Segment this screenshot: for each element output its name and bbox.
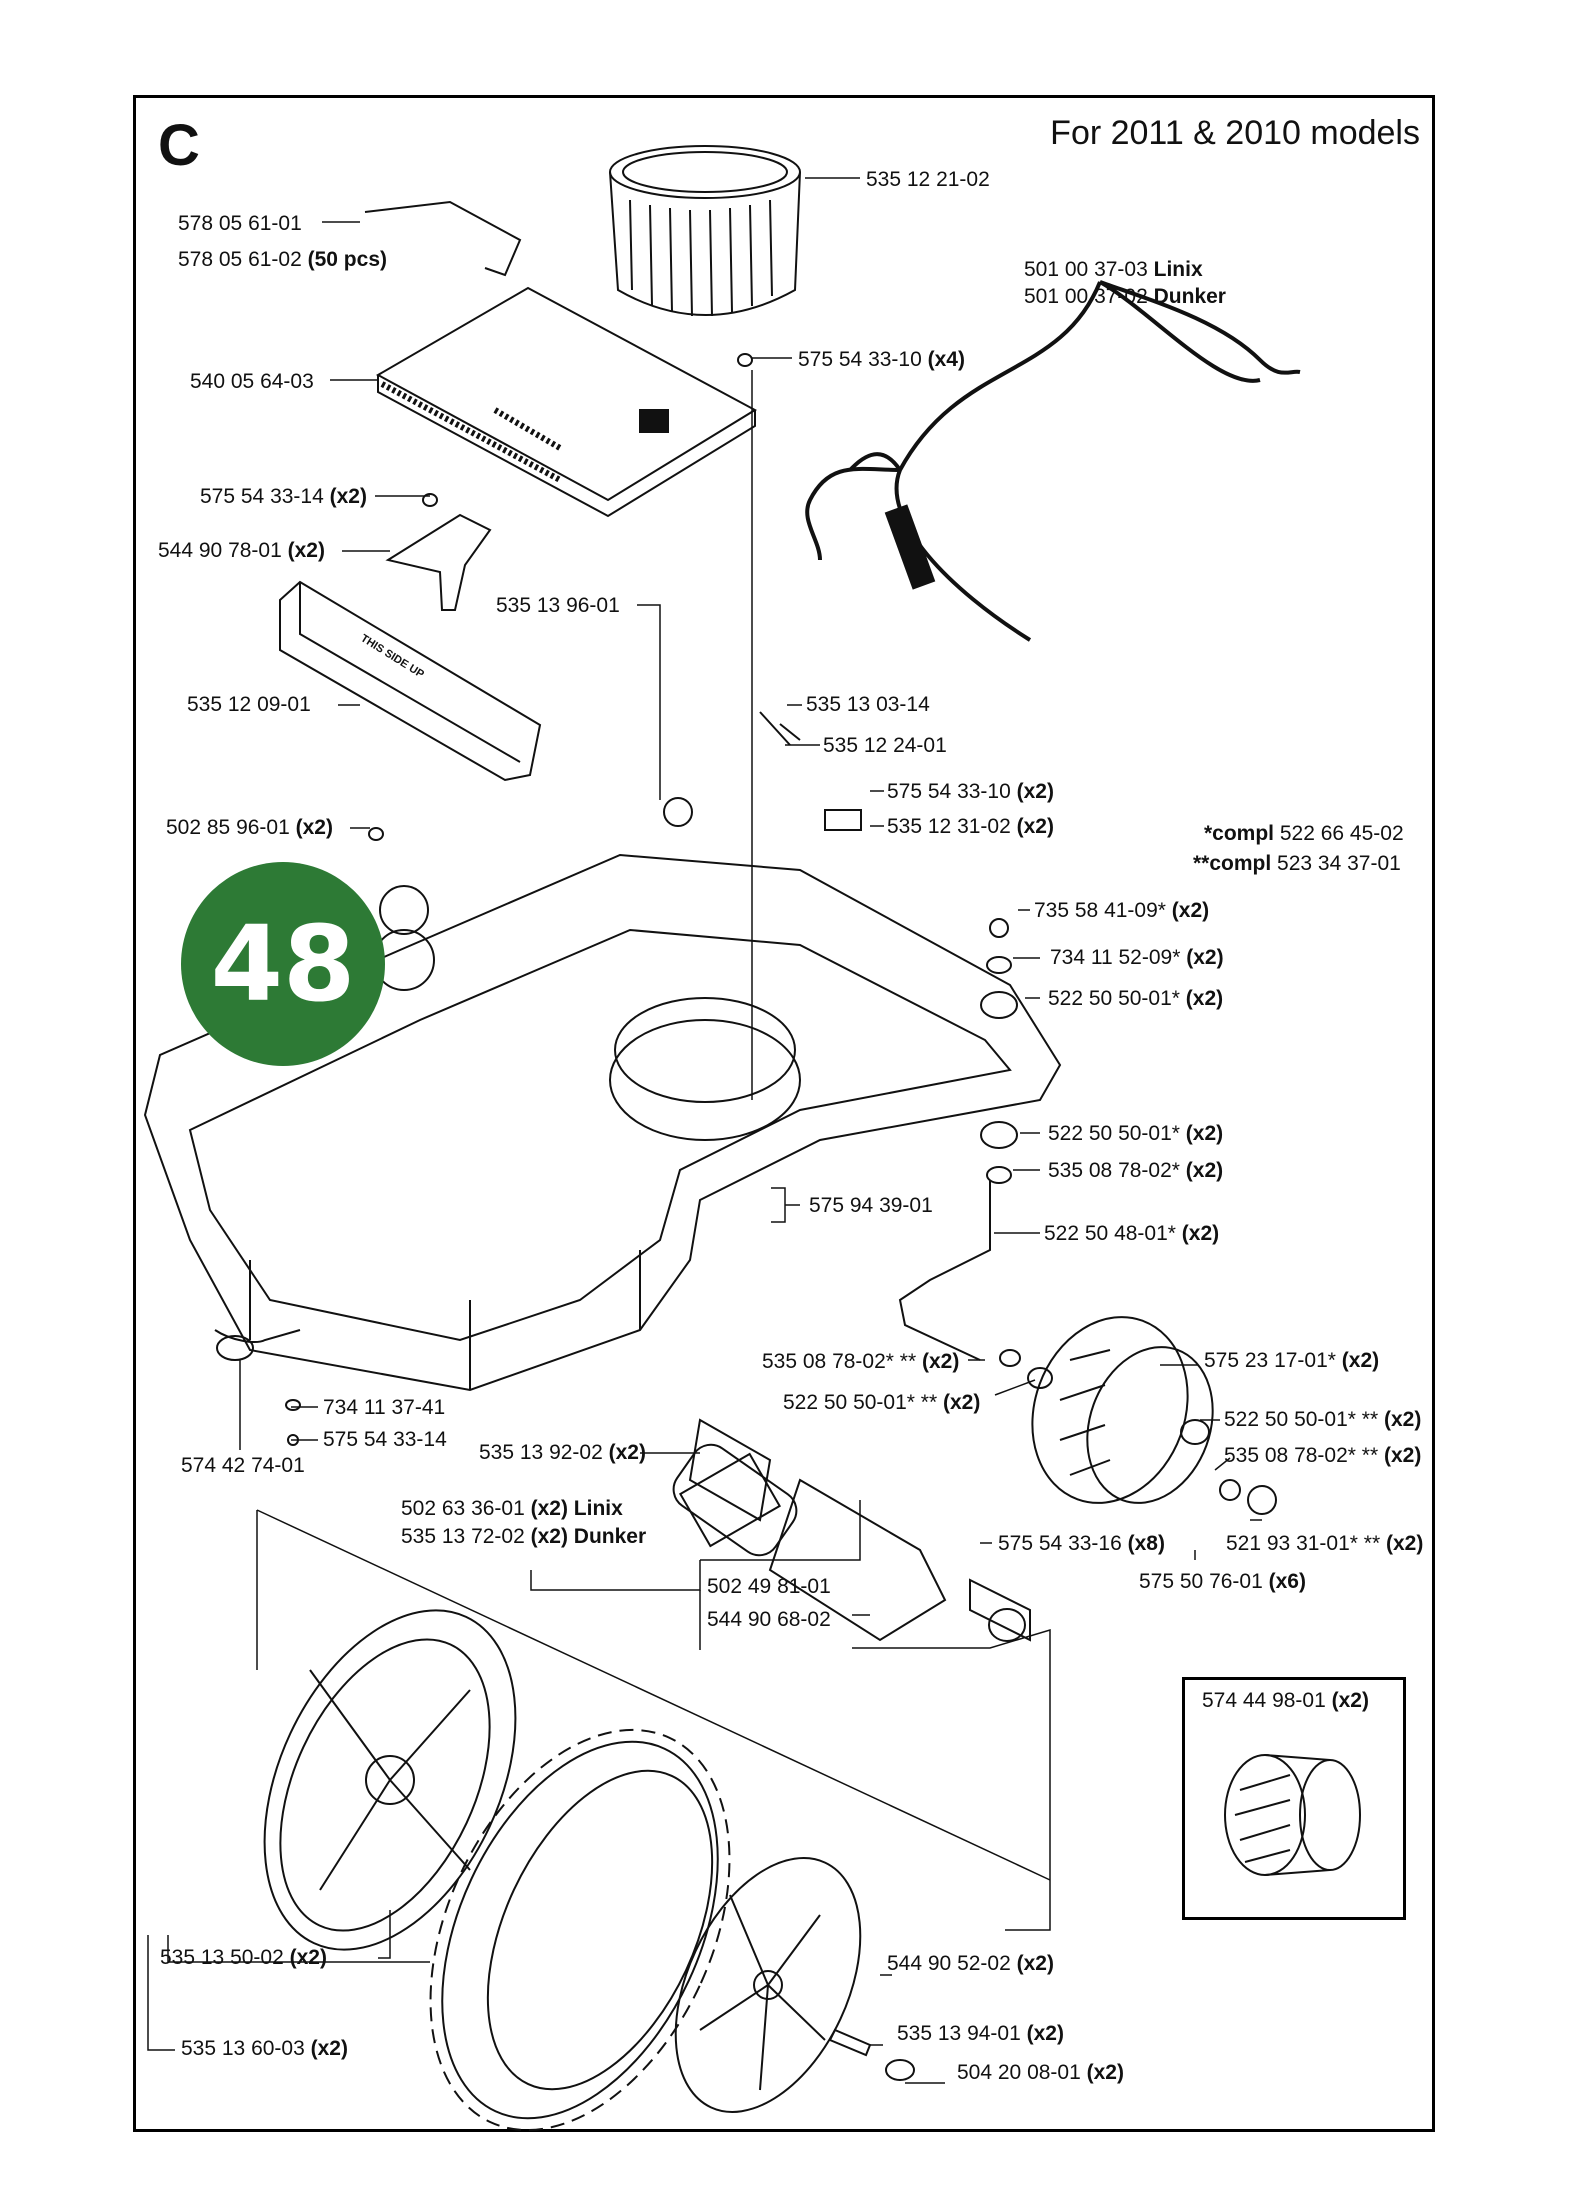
part-label-p27: 522 50 50-01* ** (x2) (1224, 1408, 1422, 1431)
part-label-p35: 575 54 33-16 (x8) (998, 1532, 1165, 1555)
front-axle-drawing (898, 1180, 991, 1361)
part-label-p37: 575 50 76-01 (x6) (1139, 1570, 1306, 1593)
part-label-p43: 535 13 60-03 (x2) (181, 2037, 348, 2060)
page-number-badge: 48 (181, 862, 385, 1066)
part-label-p21: 535 08 78-02* (x2) (1048, 1159, 1224, 1182)
part-label-p44: 535 13 94-01 (x2) (897, 2022, 1064, 2045)
rear-wheel-rim-drawing (263, 1609, 517, 1951)
part-label-p33: 502 63 36-01 (x2) Linix (401, 1497, 623, 1520)
part-label-p30: 575 54 33-14 (323, 1428, 447, 1451)
part-label-p20: 522 50 50-01* (x2) (1048, 1122, 1224, 1145)
circuit-board-drawing (375, 286, 758, 518)
part-label-p08: 575 54 33-14 (x2) (200, 485, 367, 508)
compl-note-2: **compl 523 34 37-01 (1193, 852, 1401, 875)
part-label-p05: 501 00 37-02 Dunker (1024, 285, 1226, 308)
part-label-p12: 535 13 03-14 (806, 693, 930, 716)
part-label-p03: 578 05 61-02 (50 pcs) (178, 248, 387, 271)
part-label-p39: 544 90 68-02 (707, 1608, 831, 1631)
inset-wheel-drawing (1224, 1754, 1361, 1876)
wiring-harness-drawing (805, 280, 1301, 642)
part-label-p13: 535 12 24-01 (823, 734, 947, 757)
section-letter: C (158, 113, 200, 178)
rear-tire-drawing (429, 1728, 731, 2132)
part-label-p17: 735 58 41-09* (x2) (1034, 899, 1210, 922)
part-label-p09: 544 90 78-01 (x2) (158, 539, 325, 562)
part-label-p34: 535 13 72-02 (x2) Dunker (401, 1525, 647, 1548)
part-label-p10: 535 13 96-01 (496, 594, 620, 617)
chassis-drawing (143, 853, 1062, 1392)
part-label-p31: 574 42 74-01 (181, 1454, 305, 1477)
part-label-p14: 575 54 33-10 (x2) (887, 780, 1054, 803)
screw-drawing (828, 2028, 872, 2057)
part-label-p04: 501 00 37-03 Linix (1024, 258, 1203, 281)
inset-box (1182, 1677, 1406, 1920)
part-label-p18: 734 11 52-09* (x2) (1050, 946, 1224, 969)
compl-note-1: *compl 522 66 45-02 (1204, 822, 1404, 845)
drawing-frame (133, 95, 1435, 2132)
model-years-title: For 2011 & 2010 models (1050, 114, 1420, 152)
part-label-p07: 540 05 64-03 (190, 370, 314, 393)
part-label-p24: 535 08 78-02* ** (x2) (762, 1350, 960, 1373)
part-label-p23: 522 50 48-01* (x2) (1044, 1222, 1220, 1245)
part-label-p25: 575 23 17-01* (x2) (1204, 1349, 1380, 1372)
part-label-p29: 734 11 37-41 (323, 1396, 446, 1419)
part-label-p41: 535 13 50-02 (x2) (160, 1946, 327, 1969)
part-label-p02: 578 05 61-01 (178, 212, 302, 235)
part-label-p16: 502 85 96-01 (x2) (166, 816, 333, 839)
battery-drawing (279, 580, 542, 782)
part-label-p26: 522 50 50-01* ** (x2) (783, 1391, 981, 1414)
spacer-drawing (385, 513, 492, 611)
collision-sensor-ring (609, 145, 801, 317)
part-label-p42: 544 90 52-02 (x2) (887, 1952, 1054, 1975)
part-label-p19: 522 50 50-01* (x2) (1048, 987, 1224, 1010)
part-label-p22: 575 94 39-01 (809, 1194, 933, 1217)
motor-assembly-drawing (672, 1418, 1031, 1642)
front-wheel-drawing (1031, 1316, 1214, 1504)
part-label-p06: 575 54 33-10 (x4) (798, 348, 965, 371)
part-label-p45: 504 20 08-01 (x2) (957, 2061, 1124, 2084)
cap-drawing (885, 2059, 915, 2081)
hub-cap-drawing (674, 1857, 862, 2113)
part-label-p32: 535 13 92-02 (x2) (479, 1441, 646, 1464)
small-hardware-drawing (214, 353, 1277, 1642)
part-label-p01: 535 12 21-02 (866, 168, 990, 191)
part-label-p15: 535 12 31-02 (x2) (887, 815, 1054, 838)
part-label-p40: 574 44 98-01 (x2) (1202, 1689, 1369, 1712)
cover-bracket-drawing (364, 200, 522, 277)
part-label-p28: 535 08 78-02* ** (x2) (1224, 1444, 1422, 1467)
leader-lines (147, 177, 1262, 2084)
part-label-p11: 535 12 09-01 (187, 693, 311, 716)
part-label-p38: 502 49 81-01 (707, 1575, 831, 1598)
part-label-p36: 521 93 31-01* ** (x2) (1226, 1532, 1424, 1555)
